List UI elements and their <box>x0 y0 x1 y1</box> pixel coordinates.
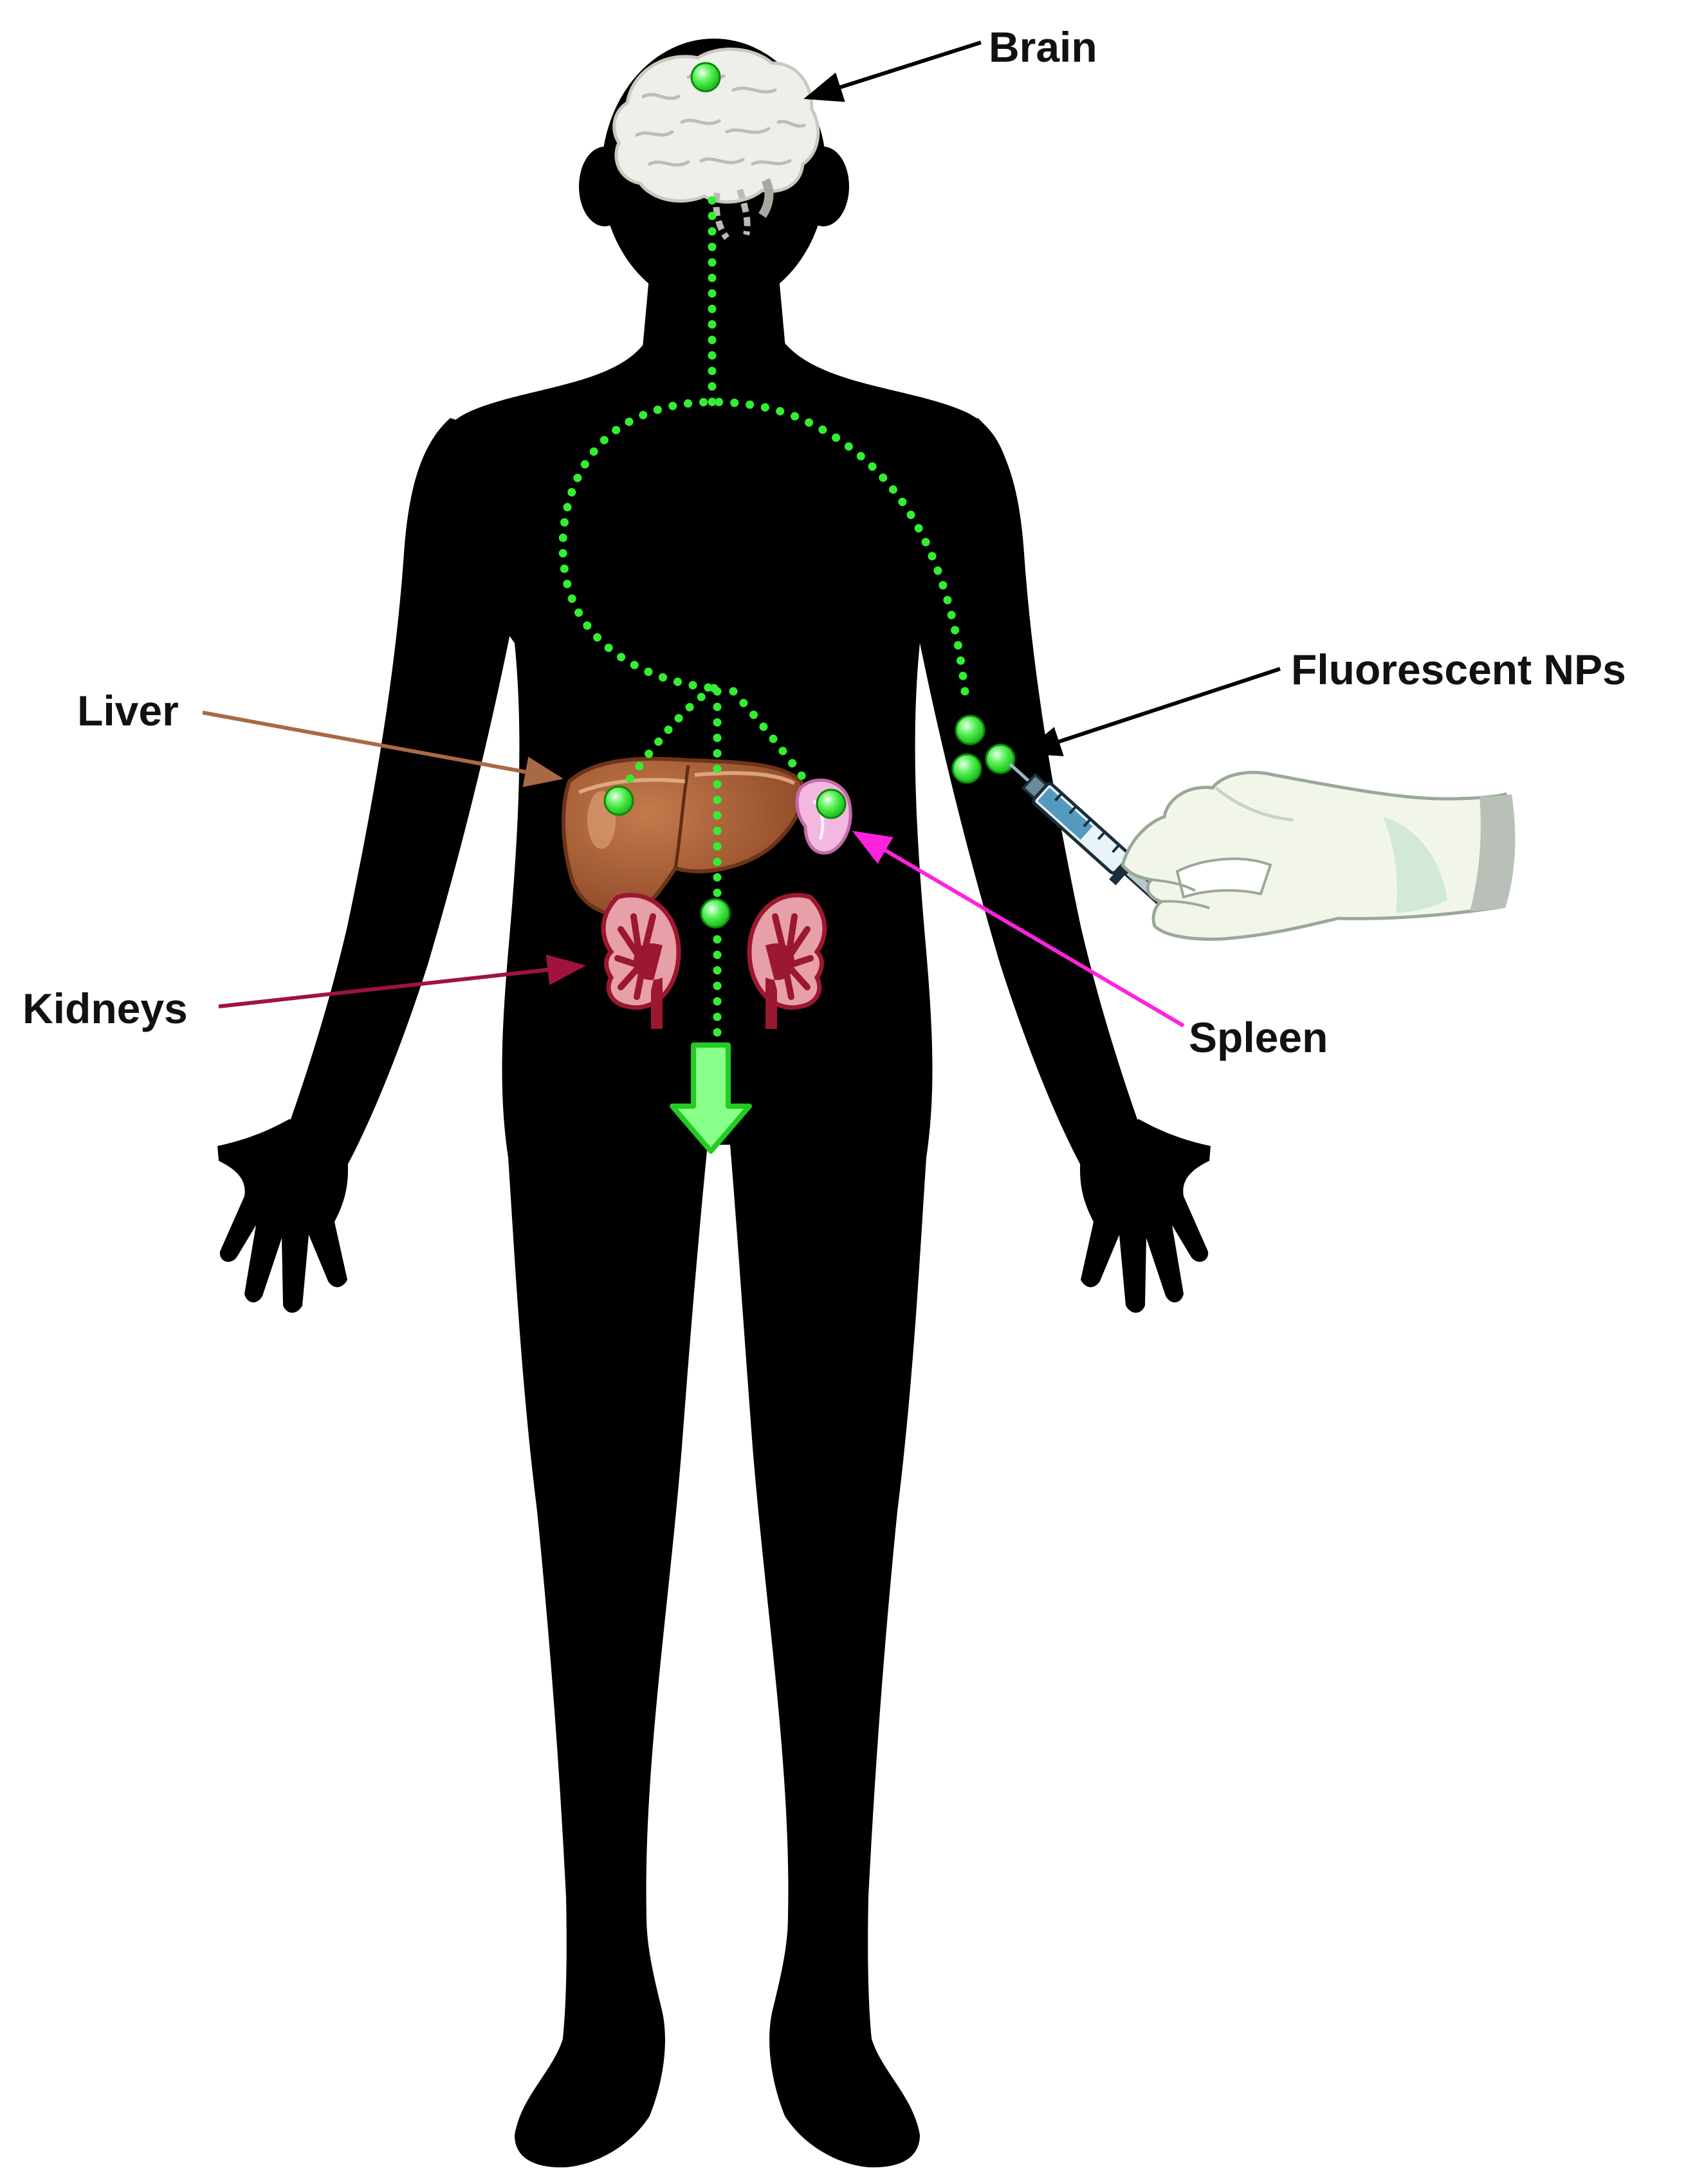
brain-pointer-arrow <box>803 41 982 102</box>
np-particle-abdomen <box>700 898 731 929</box>
pathway-arm-to-loop <box>558 397 969 696</box>
label-brain: Brain <box>989 23 1097 71</box>
label-fluorescent-nps: Fluorescent NPs <box>1291 646 1626 693</box>
brain-icon <box>612 48 820 241</box>
np-particle-liver <box>603 785 634 816</box>
np-particle-spleen <box>816 788 847 819</box>
np-particle-injection-1 <box>955 714 985 745</box>
np-particle-brain <box>690 62 721 93</box>
kidney-icon-right <box>747 893 827 1029</box>
down-arrow-icon <box>670 1042 752 1154</box>
np-pathways <box>558 188 969 1040</box>
np-particle-injection-3 <box>985 743 1016 774</box>
label-arrows <box>202 41 1281 1028</box>
gloved-hand-icon <box>1121 770 1516 941</box>
label-kidneys: Kidneys <box>23 985 188 1032</box>
liver-pointer-arrow <box>202 711 563 787</box>
pathway-liver <box>616 684 719 796</box>
fluorescent-nps-pointer-arrow <box>1022 667 1281 756</box>
kidneys-pointer-arrow <box>218 954 586 1008</box>
kidney-icon-left <box>601 893 681 1029</box>
np-particle-injection-2 <box>951 753 982 784</box>
label-spleen: Spleen <box>1189 1014 1328 1061</box>
pathway-spleen <box>729 687 815 792</box>
np-particles <box>603 62 1016 929</box>
label-liver: Liver <box>77 687 179 734</box>
spleen-pointer-arrow <box>852 830 1185 1028</box>
